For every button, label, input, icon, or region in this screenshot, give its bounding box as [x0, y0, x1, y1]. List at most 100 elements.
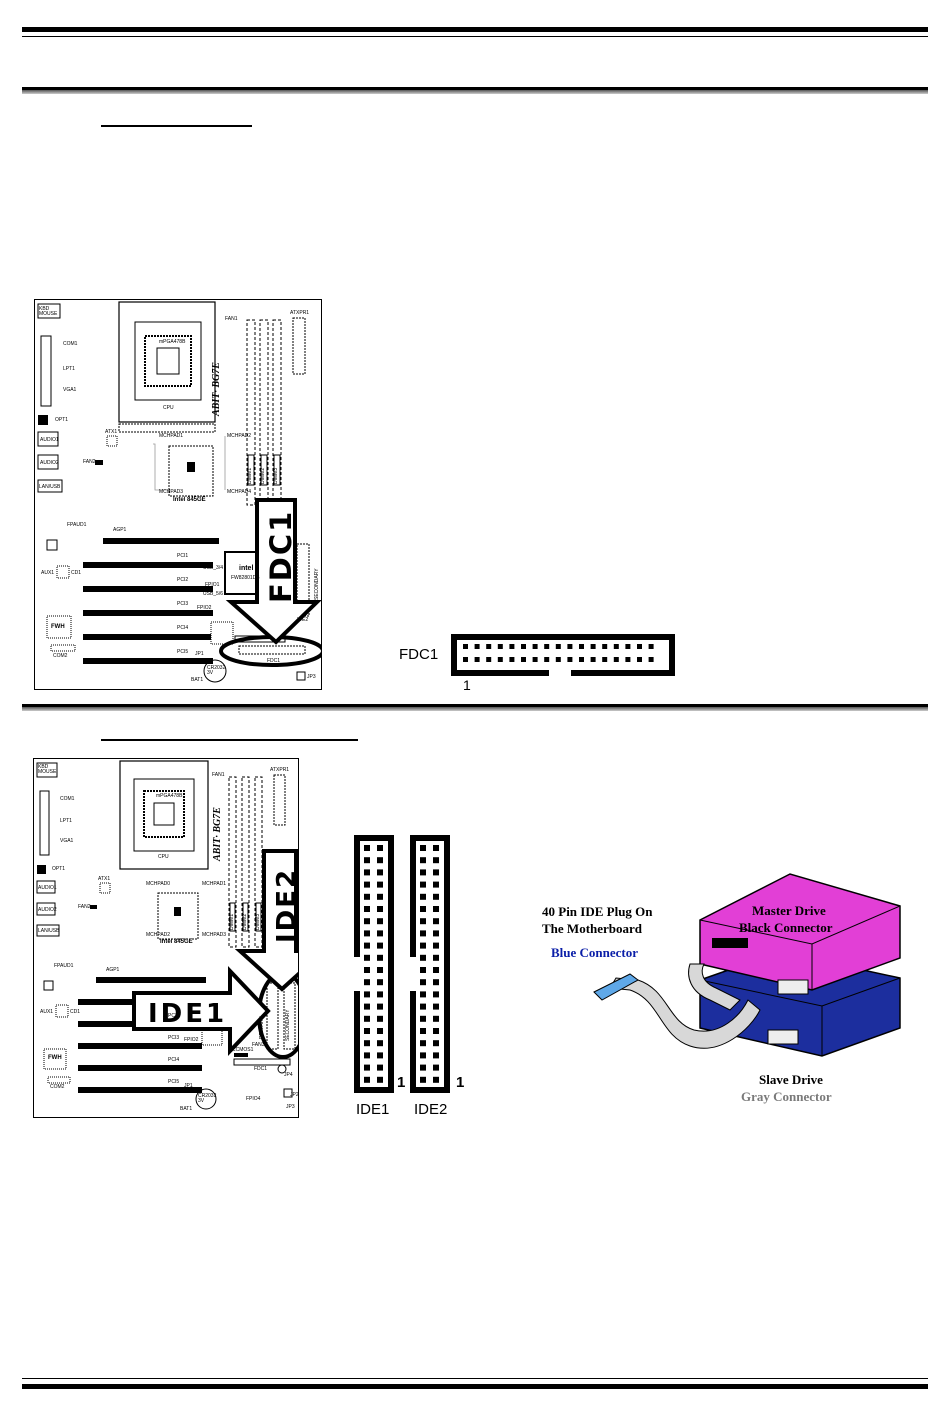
- ide-pin: [433, 857, 439, 864]
- ide2-label: IDE2: [297, 617, 309, 623]
- ide1-connector-label: IDE1: [356, 1101, 390, 1118]
- pci2-label: PCI2: [168, 1013, 180, 1019]
- ide-pin: [364, 1003, 370, 1010]
- ide-pin: [364, 857, 370, 864]
- ide-pin: [433, 967, 439, 973]
- model-logo: ABIT· BG7E: [211, 362, 222, 416]
- ide-pin: [377, 1052, 383, 1059]
- gray-connector-label: Gray Connector: [741, 1089, 832, 1104]
- pci1-label: PCI1: [177, 553, 189, 559]
- ide-pin: [433, 893, 439, 900]
- ide-pin: [420, 967, 426, 973]
- audio2-label: AUDIO2: [40, 460, 59, 466]
- kbd-mouse-label: KBD MOUSE: [38, 764, 57, 775]
- atx1-label: ATX1: [105, 429, 118, 435]
- fan1-label: FAN1: [212, 772, 225, 778]
- fdc-pin: [521, 657, 526, 662]
- agp1-label: AGP1: [113, 527, 127, 533]
- ide-pin: [420, 1052, 426, 1059]
- ide-pin: [377, 869, 383, 876]
- fdc-pin: [648, 644, 654, 649]
- fan1-label: FAN1: [225, 316, 238, 322]
- usb34-label: USB_3/4: [203, 565, 224, 571]
- opt1-label: OPT1: [55, 417, 69, 423]
- pci2-label: PCI2: [177, 577, 189, 583]
- fan3-label: FAN3: [252, 1042, 265, 1048]
- fdc1-callout: FDC1: [264, 509, 298, 603]
- dimm2-label: DIMM2: [260, 467, 266, 484]
- ide-pin: [377, 893, 383, 900]
- ide-pin: [433, 1076, 439, 1083]
- fpaud1-label: FPAUD1: [67, 522, 87, 528]
- cr2032-label: CR2032 3V: [198, 1093, 217, 1104]
- mchpad-label: MCHPAD1: [159, 433, 184, 439]
- dimm1-label: DIMM1: [247, 467, 253, 484]
- blue-connector-label: Blue Connector: [551, 945, 639, 960]
- fdc-pin: [613, 644, 619, 649]
- fdc-pin: [625, 644, 631, 649]
- mchpad-label-3: MCHPAD2: [146, 932, 171, 938]
- mchpad-label-2: MCHPAD1: [202, 881, 227, 887]
- fdc-pin: [590, 657, 596, 662]
- fdc-pin: [602, 644, 608, 649]
- pci4-label: PCI4: [177, 625, 189, 631]
- ide-pin: [433, 1052, 439, 1059]
- fpio4-label: FPIO4: [246, 1096, 261, 1102]
- chipset-label: Intel 845GE: [173, 497, 206, 503]
- fdc-pin: [555, 657, 561, 662]
- ide-pin: [377, 954, 383, 961]
- black-connector-label: Black Connector: [739, 920, 833, 935]
- jp1-label: JP1: [195, 651, 204, 657]
- fdc-pin: [602, 657, 608, 662]
- ide-pin: [420, 1003, 426, 1010]
- intel-label: intel: [239, 565, 254, 572]
- jp4-label: JP4: [284, 1072, 293, 1078]
- fwh-label: FWH: [48, 1055, 62, 1061]
- ide-pin: [364, 942, 370, 949]
- ide-pin: [364, 1076, 370, 1083]
- pci3-label: PCI3: [177, 601, 189, 607]
- ich-label: FW82801DB: [231, 575, 260, 581]
- ide-pin: [420, 893, 426, 900]
- fpio2-label: FPIO2: [184, 1037, 199, 1043]
- ide-pin: [364, 1064, 370, 1071]
- dimm3-label: DIMM3: [255, 913, 261, 930]
- fdc-pin: [497, 644, 503, 649]
- ide-pin: [377, 942, 383, 949]
- ide-pin: [364, 954, 370, 961]
- fdc-pin: [486, 657, 492, 662]
- ide-pin: [364, 1040, 370, 1047]
- ide2-connector-label: IDE2: [414, 1101, 448, 1118]
- ide-pin: [377, 918, 383, 925]
- section-rule-1-shade: [22, 90, 928, 94]
- jp3-label: JP3: [286, 1104, 295, 1110]
- pci3-label: PCI3: [168, 1035, 180, 1041]
- fdc-pin: [486, 644, 492, 649]
- fdc-pin: [637, 644, 642, 649]
- ide-pin: [420, 906, 426, 912]
- fdc-heading-underline: [101, 125, 252, 127]
- com2-label: COM2: [50, 1084, 65, 1090]
- fdc1-pin1-label: 1: [463, 677, 471, 693]
- fdc-pin: [463, 644, 468, 649]
- ide-pin: [433, 991, 439, 998]
- cpu-label: CPU: [158, 854, 169, 860]
- ide-pin: [433, 869, 439, 876]
- ide-pin: [420, 991, 426, 998]
- fwh-label: FWH: [51, 624, 65, 630]
- socket-label: mPGA478B: [156, 793, 183, 799]
- mchpad-label-4: MCHPAD4: [227, 489, 252, 495]
- cr2032-label: CR2032 3V: [207, 665, 226, 676]
- usb56-label: USB_5/6: [203, 591, 224, 597]
- ide-pin: [377, 1040, 383, 1047]
- aux1-label: AUX1: [41, 570, 55, 576]
- ide1-callout: IDE1: [148, 999, 228, 1029]
- ide-pin: [377, 930, 383, 937]
- com1-label: COM1: [63, 341, 78, 347]
- cd1-label: CD1: [70, 1009, 81, 1015]
- chipset-label: Intel 845GE: [160, 939, 193, 945]
- socket-label: mPGA478B: [159, 339, 186, 345]
- ide-connectors: [354, 835, 450, 1093]
- ide-pin: [433, 1040, 439, 1047]
- ide-pin: [420, 979, 426, 986]
